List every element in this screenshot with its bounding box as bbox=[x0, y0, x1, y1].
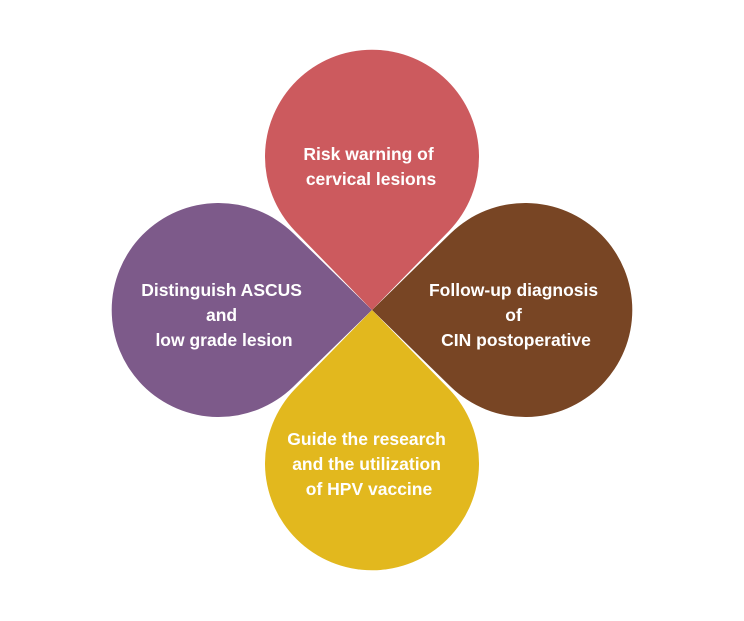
petal-right bbox=[372, 203, 633, 417]
petal-top-label: Risk warning of cervical lesions bbox=[303, 144, 438, 189]
petal-left-line-1: Distinguish ASCUS bbox=[141, 280, 302, 300]
petal-bottom-line-1: Guide the research bbox=[287, 429, 446, 449]
petal-bottom bbox=[264, 310, 479, 571]
petal-left-label: Distinguish ASCUS and low grade lesion bbox=[141, 280, 307, 350]
petal-bottom-line-3: of HPV vaccine bbox=[306, 479, 433, 499]
petal-right-line-2: of bbox=[505, 305, 522, 325]
petal-bottom-line-2: and the utilization bbox=[292, 454, 441, 474]
petal-right-line-3: CIN postoperative bbox=[441, 330, 591, 350]
petal-right-label: Follow-up diagnosis of CIN postoperative bbox=[429, 280, 603, 350]
petal-left-line-3: low grade lesion bbox=[155, 330, 292, 350]
petal-right-line-1: Follow-up diagnosis bbox=[429, 280, 598, 300]
petal-top-line-2: cervical lesions bbox=[306, 169, 437, 189]
petal-left-line-2: and bbox=[206, 305, 237, 325]
petal-top bbox=[265, 49, 480, 310]
petal-bottom-label: Guide the research and the utilization o… bbox=[287, 429, 450, 499]
petal-left bbox=[111, 202, 373, 417]
petal-top-line-1: Risk warning of bbox=[303, 144, 433, 164]
